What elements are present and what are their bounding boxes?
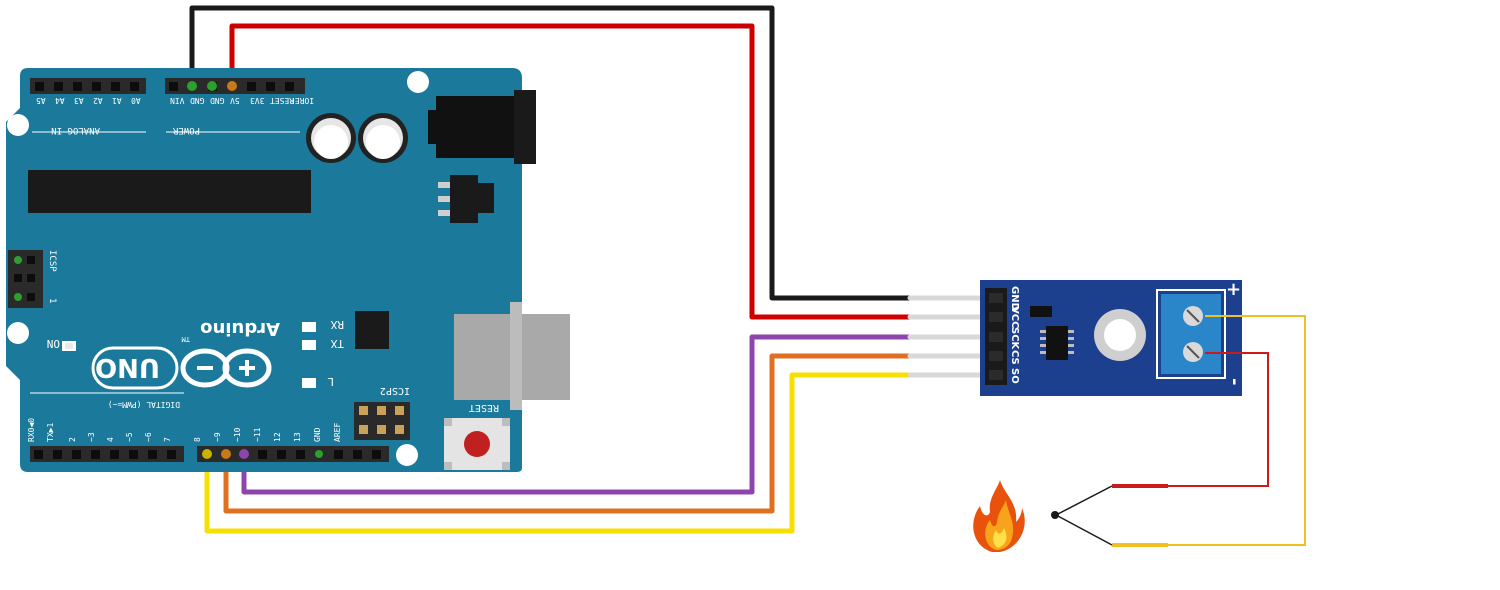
svg-text:RESET: RESET bbox=[270, 96, 294, 105]
mount-hole bbox=[407, 71, 429, 93]
reset-label: RESET bbox=[469, 402, 499, 413]
rx-label: RX bbox=[330, 318, 344, 331]
svg-text:A4: A4 bbox=[55, 96, 65, 105]
svg-text:SO: SO bbox=[1009, 368, 1020, 384]
svg-text:4: 4 bbox=[106, 437, 115, 442]
arduino-uno-board: A5 A4 A3 A2 A1 A0 ANALOG IN VIN GND GND … bbox=[6, 68, 570, 472]
brand-wordmark: Arduino bbox=[200, 318, 280, 339]
svg-text:2: 2 bbox=[68, 437, 77, 442]
svg-text:5V: 5V bbox=[230, 96, 240, 105]
power-pin-labels: VIN GND GND 5V 3V3 RESET IOREF bbox=[170, 96, 314, 105]
svg-text:A2: A2 bbox=[93, 96, 103, 105]
tx-label: TX bbox=[330, 337, 344, 350]
module-pin-labels: GND VCC SCK CS SO bbox=[1009, 286, 1020, 384]
tx-led bbox=[302, 340, 316, 350]
svg-text:A3: A3 bbox=[74, 96, 84, 105]
icsp-header bbox=[8, 250, 43, 308]
svg-text:12: 12 bbox=[273, 432, 282, 442]
svg-text:VCC: VCC bbox=[1009, 306, 1020, 328]
minus-label: - bbox=[1224, 378, 1245, 385]
digital-label: DIGITAL (PWM=~) bbox=[108, 400, 180, 409]
mount-hole bbox=[7, 114, 29, 136]
on-led bbox=[62, 341, 76, 351]
svg-text:~10: ~10 bbox=[233, 427, 242, 442]
uno-badge: UNO bbox=[91, 346, 179, 390]
atmega-chip bbox=[28, 170, 311, 213]
arduino-logo bbox=[180, 348, 272, 388]
l-label: L bbox=[327, 375, 334, 388]
voltage-regulator bbox=[438, 175, 494, 223]
digital-header-high bbox=[197, 446, 389, 462]
thermocouple-module: GND VCC SCK CS SO + bbox=[980, 279, 1245, 396]
smd-component bbox=[1030, 306, 1052, 317]
capacitor bbox=[306, 113, 356, 163]
icsp-pin1-label: 1 bbox=[47, 298, 57, 303]
wire-purple-10 bbox=[241, 334, 910, 495]
l-led bbox=[302, 378, 316, 388]
mount-hole bbox=[396, 444, 418, 466]
flame-icon bbox=[973, 480, 1025, 552]
usb-interface-chip bbox=[355, 311, 389, 349]
usb-b-connector bbox=[454, 302, 570, 410]
wire-orange-9 bbox=[223, 353, 910, 514]
wire-black-gnd bbox=[189, 5, 910, 301]
svg-text:TX▶1: TX▶1 bbox=[46, 423, 55, 442]
svg-text:~3: ~3 bbox=[87, 432, 96, 442]
rx-led bbox=[302, 322, 316, 332]
power-header bbox=[165, 78, 305, 94]
plus-label: + bbox=[1226, 279, 1241, 300]
icsp2-header bbox=[354, 402, 410, 440]
svg-text:8: 8 bbox=[193, 437, 202, 442]
svg-text:GND: GND bbox=[210, 96, 225, 105]
thermocouple-lead-yellow bbox=[1055, 315, 1306, 547]
svg-text:GND: GND bbox=[190, 96, 205, 105]
header-pin-tips bbox=[907, 295, 993, 378]
thermocouple-lead-red bbox=[1055, 352, 1269, 516]
reset-button[interactable] bbox=[444, 418, 510, 470]
svg-text:SCK: SCK bbox=[1009, 327, 1020, 351]
svg-text:A0: A0 bbox=[131, 96, 141, 105]
max6675-chip bbox=[1040, 326, 1074, 360]
svg-text:7: 7 bbox=[163, 437, 172, 442]
svg-text:IOREF: IOREF bbox=[290, 96, 314, 105]
svg-text:VIN: VIN bbox=[170, 96, 185, 105]
svg-text:GND: GND bbox=[1009, 286, 1020, 311]
svg-text:3V3: 3V3 bbox=[250, 96, 265, 105]
svg-text:A5: A5 bbox=[36, 96, 46, 105]
svg-text:RX0◀0: RX0◀0 bbox=[27, 418, 36, 442]
on-label: ON bbox=[47, 337, 60, 350]
svg-text:~5: ~5 bbox=[125, 432, 134, 442]
digital-header-low bbox=[30, 446, 184, 462]
digital-pin-labels: RX0◀0 TX▶1 2 ~3 4 ~5 ~6 7 8 ~9 ~10 ~11 1… bbox=[27, 418, 342, 442]
svg-text:GND: GND bbox=[313, 427, 322, 442]
analog-header bbox=[30, 78, 146, 94]
icsp-label: ICSP bbox=[47, 250, 57, 272]
dc-power-jack bbox=[428, 90, 536, 164]
uno-label: UNO bbox=[95, 352, 160, 382]
wire-yellow-8 bbox=[204, 372, 910, 534]
capacitor bbox=[358, 113, 408, 163]
svg-text:~9: ~9 bbox=[213, 432, 222, 442]
power-label: POWER bbox=[172, 125, 200, 135]
svg-text:AREF: AREF bbox=[333, 423, 342, 442]
screw-terminal[interactable] bbox=[1156, 289, 1226, 379]
module-mount-hole bbox=[1094, 309, 1146, 361]
trademark-label: TM bbox=[182, 335, 190, 343]
thermocouple-junction bbox=[1051, 511, 1059, 519]
svg-text:A1: A1 bbox=[112, 96, 122, 105]
svg-text:~6: ~6 bbox=[144, 432, 153, 442]
analog-pin-labels: A5 A4 A3 A2 A1 A0 bbox=[36, 96, 141, 105]
svg-text:13: 13 bbox=[293, 432, 302, 442]
svg-text:CS: CS bbox=[1009, 350, 1020, 365]
mount-hole bbox=[7, 322, 29, 344]
wire-red-5v bbox=[229, 23, 910, 320]
icsp2-label: ICSP2 bbox=[380, 385, 410, 396]
analog-in-label: ANALOG IN bbox=[51, 125, 100, 135]
svg-text:~11: ~11 bbox=[253, 427, 262, 442]
